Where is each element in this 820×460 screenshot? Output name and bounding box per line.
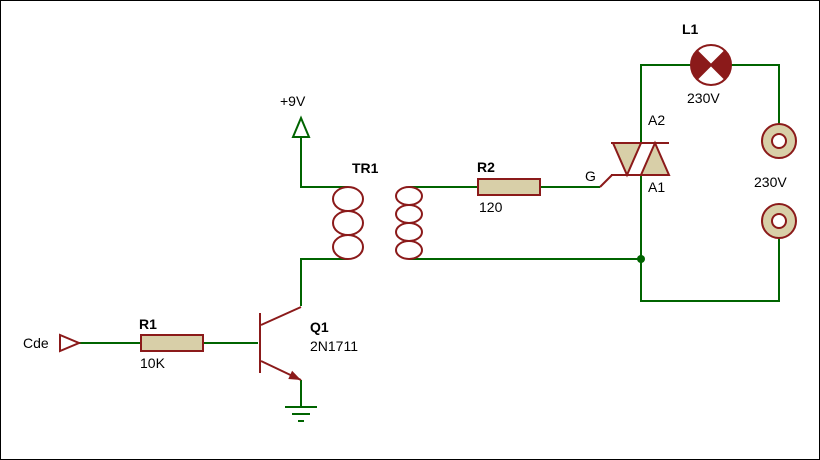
input-arrow-icon [59, 333, 82, 353]
wire-primary-to-collector [300, 258, 348, 306]
wire-power-to-primary [300, 136, 348, 188]
terminal-inner [771, 133, 787, 149]
wire-lamp-to-source [731, 64, 780, 124]
triac-triangle-up [639, 140, 671, 176]
power-arrow-icon [291, 115, 311, 138]
lamp-cross-line [696, 50, 726, 80]
coil-loop [395, 222, 423, 242]
triac[interactable]: G A2 A1 [585, 112, 671, 195]
q1-value-label: 2N1711 [310, 338, 358, 354]
wire-source-to-a1 [640, 175, 780, 302]
supply-label: +9V [280, 93, 306, 109]
q1-ref-label: Q1 [310, 319, 329, 335]
junction-dot [637, 255, 645, 263]
terminal-inner [771, 213, 787, 229]
triac-triangle-down [611, 142, 643, 178]
lamp-right-wedge [711, 50, 731, 80]
coil-loop [332, 210, 364, 236]
coil-loop [332, 234, 364, 260]
coil-loop [395, 240, 423, 260]
l1-ref-label: L1 [682, 21, 699, 37]
r2-value-label: 120 [479, 199, 503, 215]
wire-a2-to-lamp [640, 64, 691, 143]
tr1-ref-label: TR1 [352, 160, 379, 176]
r1-value-label: 10K [140, 355, 166, 371]
input-terminal-cde[interactable]: Cde [23, 333, 82, 353]
coil-loop [395, 204, 423, 224]
resistor-r2[interactable]: R2 120 [477, 159, 541, 215]
a2-label: A2 [648, 112, 665, 128]
r1-ref-label: R1 [139, 316, 157, 332]
gate-label: G [585, 168, 596, 184]
emitter-arrow-icon [288, 370, 301, 380]
coil-loop [332, 186, 364, 212]
wires [79, 64, 780, 407]
coil-loop [395, 186, 423, 206]
ground-symbol[interactable] [285, 406, 317, 422]
transistor-collector [260, 306, 302, 326]
lamp-l1[interactable]: L1 230V [682, 21, 732, 106]
r2-ref-label: R2 [477, 159, 495, 175]
input-label: Cde [23, 335, 49, 351]
power-terminal-9v[interactable]: +9V [280, 93, 311, 138]
transistor-q1[interactable]: Q1 2N1711 [259, 306, 358, 381]
resistor-r1[interactable]: R1 10K [139, 316, 204, 371]
primary-coil [332, 186, 364, 260]
resistor-body [140, 334, 204, 352]
transformer-tr1[interactable]: TR1 [332, 160, 423, 260]
source-230v[interactable]: 230V [754, 123, 797, 239]
a1-label: A1 [648, 179, 665, 195]
lamp-left-wedge [691, 50, 711, 80]
source-value-label: 230V [754, 174, 787, 190]
l1-value-label: 230V [687, 90, 720, 106]
resistor-body [477, 178, 541, 196]
secondary-coil [395, 186, 423, 260]
triac-gate-lead [599, 174, 613, 188]
